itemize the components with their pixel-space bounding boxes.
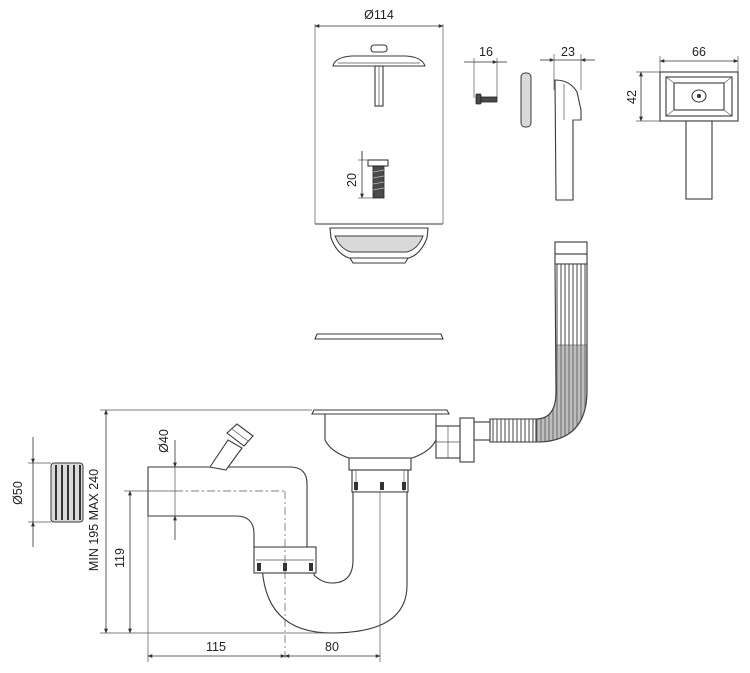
bolt-length-label: 20 [345,173,359,187]
bottom-dimensions: 115 80 [147,516,381,662]
strainer-basket-detail: Ø114 20 [314,8,444,340]
main-assembly: Ø50 MIN 195 MAX 240 119 Ø40 115 [11,241,588,662]
screw-detail: 16 [464,45,507,105]
trap-depth-label: 119 [113,548,127,568]
pipe-diameter-label: Ø40 [157,429,171,453]
threaded-bolt: 20 [345,151,389,199]
horizontal-length-label: 115 [206,640,226,654]
outlet-offset-label: 80 [325,640,339,654]
trap-depth-dimension: 119 [113,490,175,634]
height-dimension: MIN 195 MAX 240 [87,409,330,634]
basket-body [315,223,443,264]
overflow-width-label: 66 [692,45,706,59]
pipe-diameter-dimension: Ø40 [157,429,177,540]
flexible-hose [435,241,588,463]
stopper-plug [332,44,426,107]
flat-gasket [314,333,444,340]
screw-length-label: 16 [479,45,493,59]
cap-width-label: 23 [561,45,575,59]
overflow-height-label: 42 [625,90,639,104]
strainer-diameter-label: Ø114 [364,8,394,22]
sink-drain-bowl [311,409,450,493]
outlet-diameter-label: Ø50 [11,481,25,505]
overflow-cap-detail: 23 [520,45,595,201]
ribbed-adapter: Ø50 [11,437,84,547]
overflow-detail: 66 42 [625,45,739,200]
height-range-label: MIN 195 MAX 240 [87,469,101,571]
outlet-pipe [147,423,308,658]
